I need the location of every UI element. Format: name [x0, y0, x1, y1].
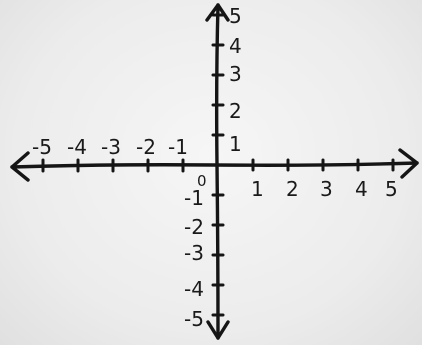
x-label-neg-1: -1 [168, 135, 188, 159]
x-axis-right-arrowhead [398, 148, 419, 179]
x-label-pos-4: 4 [355, 177, 368, 201]
x-label-neg-5: -5 [32, 135, 52, 159]
x-label-pos-3: 3 [320, 177, 333, 201]
x-label-neg-3: -3 [101, 135, 121, 159]
y-label-pos-5: 5 [229, 4, 242, 28]
x-label-pos-1: 1 [251, 177, 264, 201]
x-label-neg-4: -4 [67, 135, 87, 159]
y-label-pos-3: 3 [229, 62, 242, 86]
y-label-pos-2: 2 [229, 99, 242, 123]
x-label-pos-5: 5 [385, 177, 398, 201]
tick-marks [41, 13, 395, 317]
y-label-pos-4: 4 [229, 34, 242, 58]
y-label-neg-5: -5 [184, 307, 204, 331]
x-label-neg-2: -2 [136, 135, 156, 159]
y-label-pos-1: 1 [229, 132, 242, 156]
y-label-neg-4: -4 [184, 277, 204, 301]
y-axis-top-arrowhead [205, 3, 230, 22]
x-axis-line [10, 161, 419, 169]
origin-label: 0 [197, 172, 207, 190]
y-label-neg-2: -2 [184, 215, 204, 239]
x-label-pos-2: 2 [286, 177, 299, 201]
y-axis-line [214, 3, 220, 340]
y-label-neg-3: -3 [184, 241, 204, 265]
y-label-neg-1: -1 [184, 186, 204, 210]
y-axis-bottom-arrowhead [206, 320, 230, 340]
x-axis-left-arrowhead [10, 151, 30, 182]
